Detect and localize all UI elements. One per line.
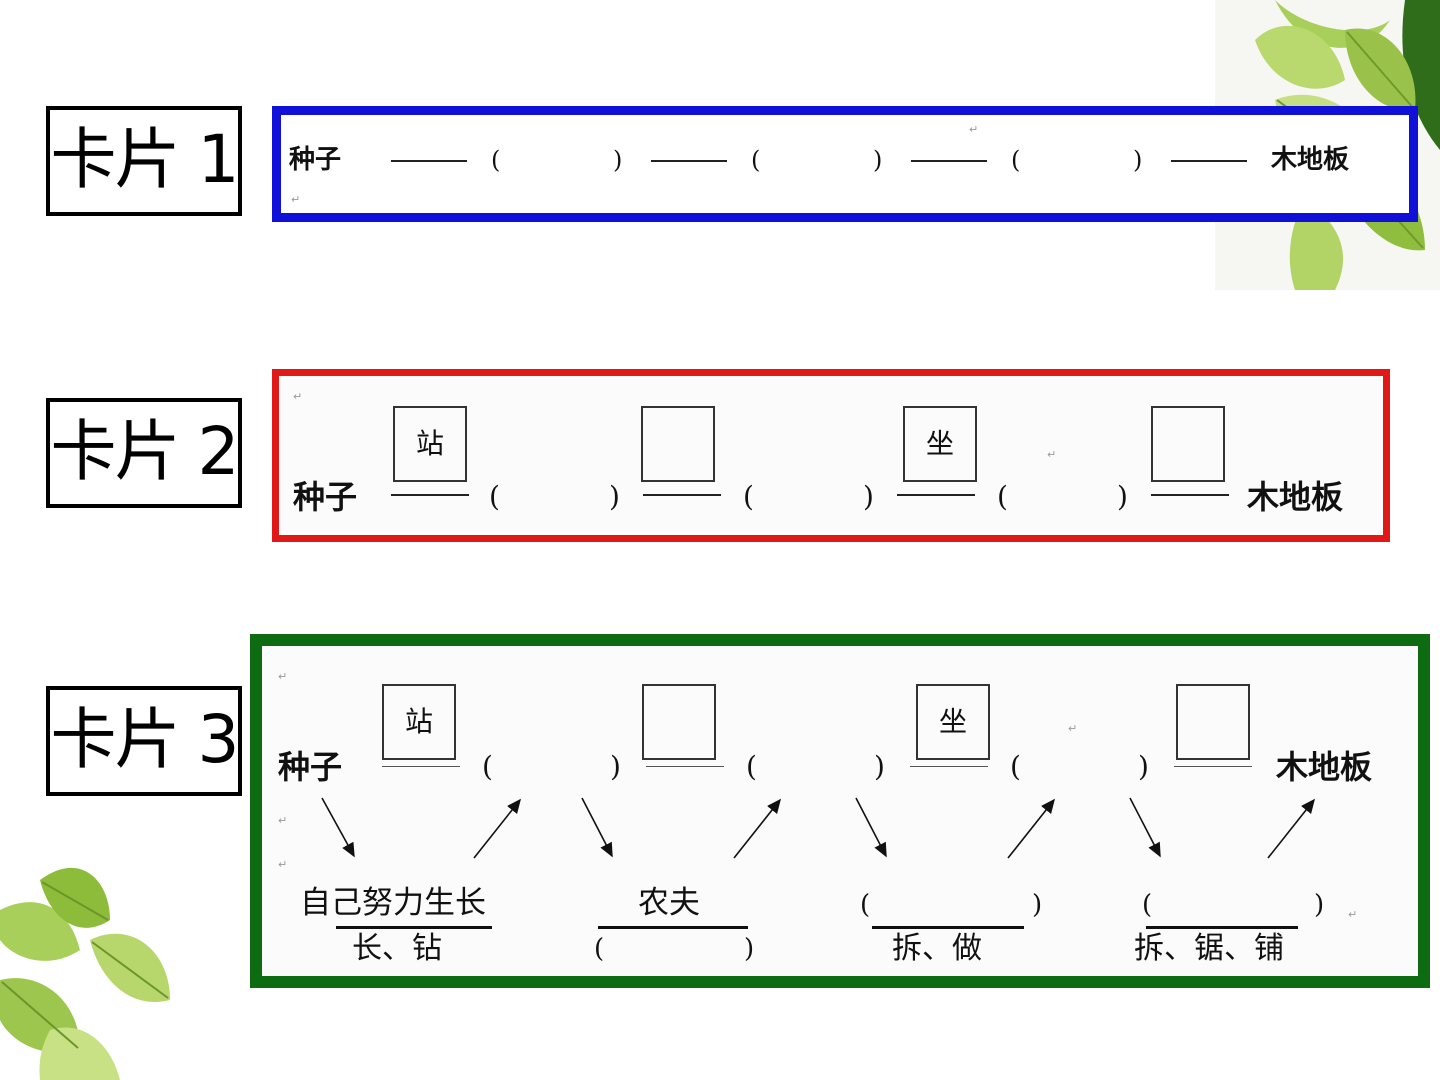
chain-end: 木地板 <box>1276 748 1373 786</box>
paren-close: ) <box>609 480 620 513</box>
paren-open: ( <box>489 480 500 513</box>
answer-box-4 <box>1151 406 1225 482</box>
answer-box-3: 坐 <box>916 684 990 760</box>
answer-box-3: 坐 <box>903 406 977 482</box>
chain-dash <box>1171 160 1247 162</box>
card-2-label: 卡片 2 <box>46 398 242 508</box>
chain-dash <box>911 160 987 162</box>
chain-dash <box>382 766 460 767</box>
arrow-down-right-icon <box>321 797 355 858</box>
chain-dash <box>897 494 975 496</box>
arrow-down-right-icon <box>581 797 613 858</box>
paragraph-mark-icon: ↵ <box>278 670 288 683</box>
chain-start: 种子 <box>293 478 358 516</box>
card-2-worksheet: ↵ ↵ 站 坐 种子 ( ) ( ) ( ) 木地板 <box>272 369 1390 542</box>
cause-paren-open-3: ( <box>860 890 871 920</box>
paren-open: ( <box>743 480 754 513</box>
chain-dash <box>1151 494 1229 496</box>
paren-close: ) <box>1138 750 1149 783</box>
paren-close: ) <box>1133 146 1143 174</box>
paren-open: ( <box>1011 146 1021 174</box>
chain-dash <box>643 494 721 496</box>
paren-close: ) <box>863 480 874 513</box>
paragraph-mark-icon: ↵ <box>278 858 288 871</box>
action-text-1: 长、钻 <box>352 931 442 966</box>
paragraph-mark-icon: ↵ <box>1068 722 1078 735</box>
chain-dash <box>910 766 988 767</box>
paren-open: ( <box>482 750 493 783</box>
arrow-up-right-icon <box>473 798 521 859</box>
cause-text-1: 自己努力生长 <box>300 885 486 921</box>
answer-box-2 <box>642 684 716 760</box>
chain-end: 木地板 <box>1271 145 1350 175</box>
cause-paren-open-4: ( <box>1142 890 1153 920</box>
arrow-up-right-icon <box>1007 798 1055 859</box>
paren-open: ( <box>491 146 501 174</box>
cause-paren-close-4: ) <box>1314 890 1325 920</box>
answer-box-2 <box>641 406 715 482</box>
chain-dash <box>391 494 469 496</box>
chain-dash <box>391 160 467 162</box>
arrow-up-right-icon <box>733 798 781 859</box>
card-1-label: 卡片 1 <box>46 106 242 216</box>
chain-dash <box>1174 766 1252 767</box>
underline <box>872 926 1024 929</box>
answer-box-1: 站 <box>393 406 467 482</box>
underline <box>1146 926 1298 929</box>
action-text-4: 拆、锯、铺 <box>1134 931 1284 966</box>
paren-open: ( <box>751 146 761 174</box>
card-1-worksheet: ↵ ↵ 种子 ( ) ( ) ( ) 木地板 <box>272 106 1418 222</box>
paren-open: ( <box>1010 750 1021 783</box>
chain-dash <box>651 160 727 162</box>
paragraph-mark-icon: ↵ <box>278 814 288 827</box>
paren-close: ) <box>613 146 623 174</box>
leaf-decoration-bottom-left-icon <box>0 867 170 1080</box>
paragraph-mark-icon: ↵ <box>293 390 303 403</box>
paragraph-mark-icon: ↵ <box>1047 448 1057 461</box>
arrow-up-right-icon <box>1267 798 1315 859</box>
answer-box-1: 站 <box>382 684 456 760</box>
underline <box>336 926 492 929</box>
card-3-label: 卡片 3 <box>46 686 242 796</box>
paragraph-mark-icon: ↵ <box>291 193 301 206</box>
action-paren-close-2: ) <box>744 934 755 964</box>
chain-start: 种子 <box>289 145 342 175</box>
paren-close: ) <box>873 146 883 174</box>
arrow-down-right-icon <box>1129 797 1161 858</box>
paren-close: ) <box>610 750 621 783</box>
paren-close: ) <box>1117 480 1128 513</box>
cause-text-2: 农夫 <box>638 885 700 921</box>
action-paren-open-2: ( <box>594 934 605 964</box>
paragraph-mark-icon: ↵ <box>969 123 979 136</box>
chain-start: 种子 <box>278 748 343 786</box>
arrows-layer <box>321 797 1315 859</box>
paragraph-mark-icon: ↵ <box>1348 908 1358 921</box>
underline <box>598 926 748 929</box>
chain-end: 木地板 <box>1247 478 1344 516</box>
card-3-worksheet: ↵ ↵ ↵ ↵ 站 坐 种子 ( ) ( ) ( ) 木地板 自己努力生长 <box>250 634 1430 988</box>
paren-open: ( <box>746 750 757 783</box>
arrow-down-right-icon <box>855 797 887 858</box>
chain-dash <box>646 766 724 767</box>
paren-close: ) <box>874 750 885 783</box>
action-text-3: 拆、做 <box>892 931 982 966</box>
cause-paren-close-3: ) <box>1032 890 1043 920</box>
paren-open: ( <box>997 480 1008 513</box>
answer-box-4 <box>1176 684 1250 760</box>
